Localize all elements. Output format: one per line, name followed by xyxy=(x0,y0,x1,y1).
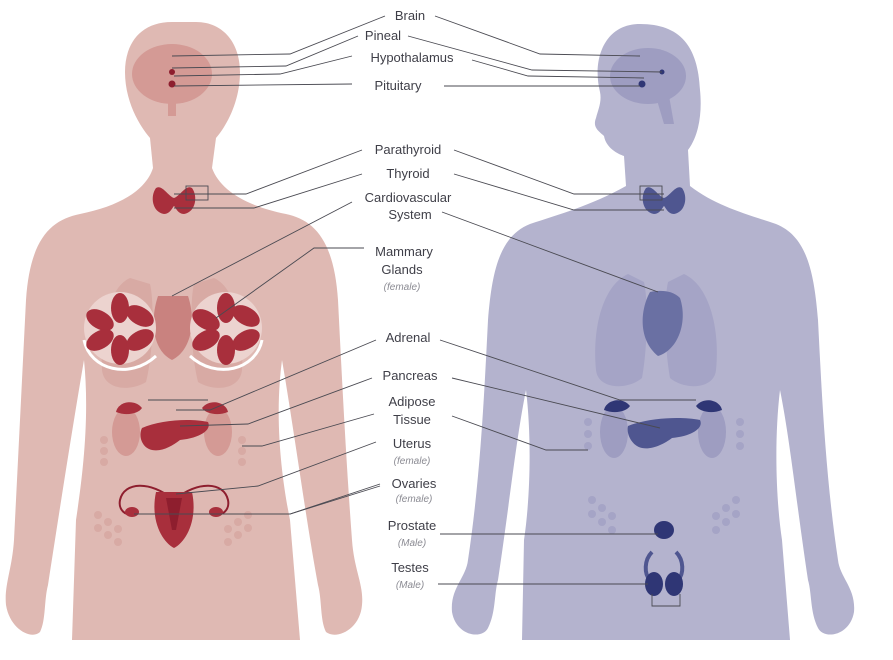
labels: Brain Pineal Hypothalamus Pituitary Para… xyxy=(365,8,454,591)
female-left-kidney xyxy=(112,408,140,456)
label-mammary-note: (female) xyxy=(384,282,421,293)
label-pineal: Pineal xyxy=(365,28,401,43)
label-testes-note: (Male) xyxy=(396,580,424,591)
female-pituitary-dot xyxy=(169,81,176,88)
label-uterus-note: (female) xyxy=(394,456,431,467)
female-brainstem xyxy=(168,96,176,116)
male-figure xyxy=(452,24,854,640)
male-right-kidney xyxy=(698,406,726,458)
label-mammary-2: Glands xyxy=(381,262,423,277)
label-mammary-1: Mammary xyxy=(375,244,433,259)
female-right-kidney xyxy=(204,408,232,456)
label-ovaries-note: (female) xyxy=(396,494,433,505)
label-uterus: Uterus xyxy=(393,436,432,451)
label-prostate-note: (Male) xyxy=(398,538,426,549)
label-cardiovascular-2: System xyxy=(388,207,431,222)
label-pituitary: Pituitary xyxy=(375,78,422,93)
label-thyroid: Thyroid xyxy=(386,166,429,181)
label-brain: Brain xyxy=(395,8,425,23)
female-pineal-dot xyxy=(169,69,175,75)
label-ovaries: Ovaries xyxy=(392,476,437,491)
label-hypothalamus: Hypothalamus xyxy=(370,50,454,65)
label-pancreas: Pancreas xyxy=(383,368,438,383)
male-prostate xyxy=(654,521,674,539)
label-testes: Testes xyxy=(391,560,429,575)
label-adipose-1: Adipose xyxy=(389,394,436,409)
male-left-kidney xyxy=(600,406,628,458)
female-figure xyxy=(6,22,363,640)
label-parathyroid: Parathyroid xyxy=(375,142,441,157)
male-brain xyxy=(610,48,686,104)
label-prostate: Prostate xyxy=(388,518,436,533)
label-adipose-2: Tissue xyxy=(393,412,431,427)
label-cardiovascular-1: Cardiovascular xyxy=(365,190,452,205)
label-adrenal: Adrenal xyxy=(386,330,431,345)
